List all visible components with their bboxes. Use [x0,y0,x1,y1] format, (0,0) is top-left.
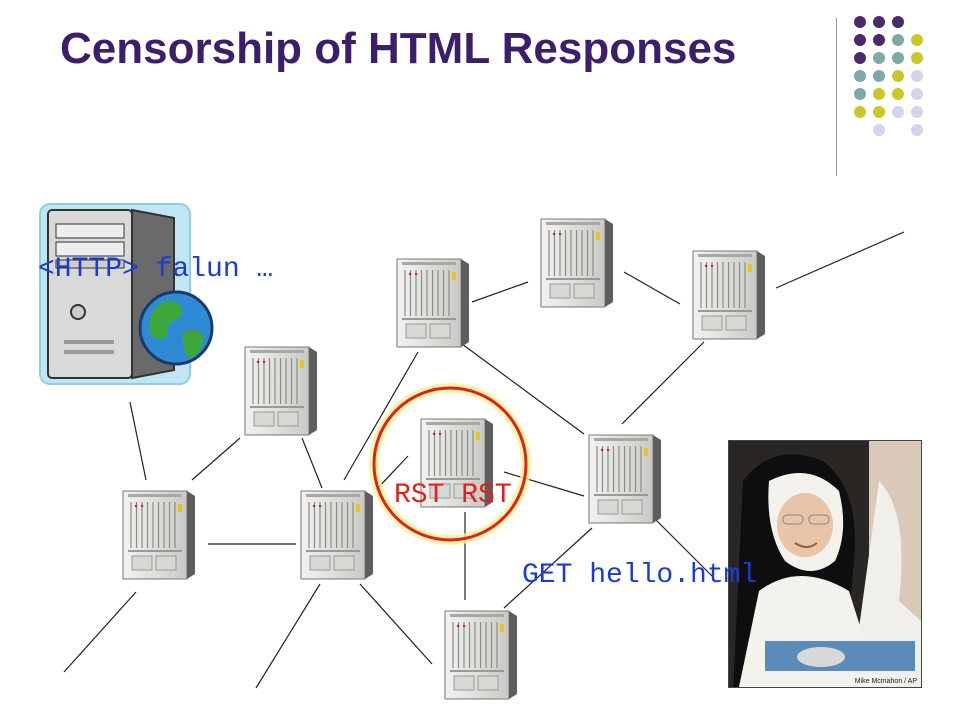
server-icon [39,203,214,385]
router-icon [244,346,317,436]
router-icon [122,490,195,580]
decorative-dot [911,70,923,82]
decorative-dot [911,88,923,100]
rst-label: RST RST [394,480,512,511]
decorative-dot [854,88,866,100]
decorative-dot [854,34,866,46]
decorative-dot [911,52,923,64]
photo-credit: Mike Mcmahon / AP [854,678,917,685]
decorative-dot-grid [852,14,948,154]
decorative-dot [911,34,923,46]
decorative-dot [892,52,904,64]
decorative-dot [854,16,866,28]
decorative-dot [892,88,904,100]
decorative-dot [873,124,885,136]
title-divider [836,18,837,176]
router-icon [692,250,765,340]
decorative-dot [873,88,885,100]
user-photo: Mike Mcmahon / AP [728,440,922,688]
decorative-dot [854,70,866,82]
router-icon [540,218,613,308]
decorative-dot [854,106,866,118]
decorative-dot [873,16,885,28]
decorative-dot [873,106,885,118]
decorative-dot [911,124,923,136]
decorative-dot [892,16,904,28]
router-icon [444,610,517,700]
router-icon [300,490,373,580]
decorative-dot [892,106,904,118]
decorative-dot [873,70,885,82]
router-icon [396,258,469,348]
router-icon [420,418,493,508]
router-icon [588,434,661,524]
decorative-dot [873,34,885,46]
server-response-label: <HTTP> falun … [38,254,274,285]
decorative-dot [892,34,904,46]
client-request-label: GET hello.html [522,560,758,591]
decorative-dot [892,70,904,82]
slide-title: Censorship of HTML Responses [60,24,737,73]
decorative-dot [854,52,866,64]
highlight-ring [369,383,531,545]
decorative-dot [873,52,885,64]
decorative-dot [911,106,923,118]
